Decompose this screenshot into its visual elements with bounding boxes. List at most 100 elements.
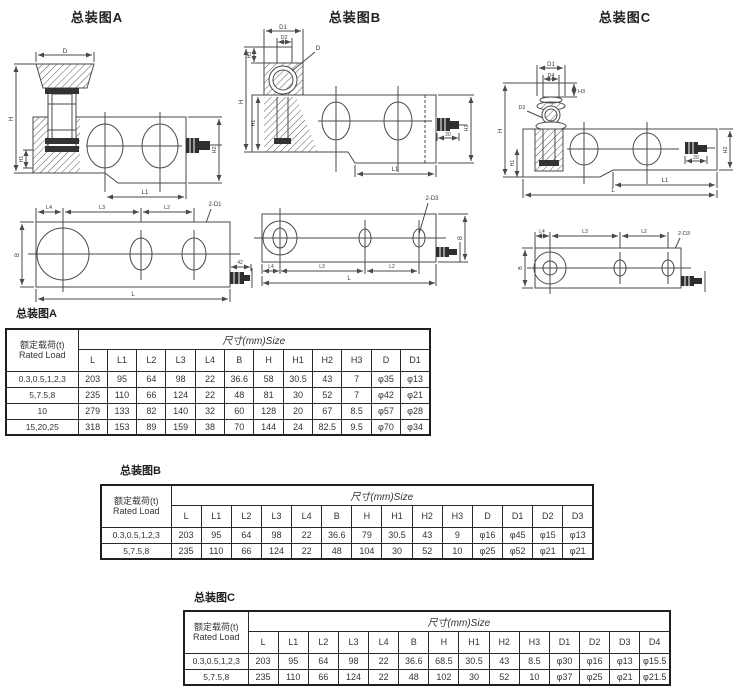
hole-callout-2d3: 2-D3 [678,231,690,237]
dim-value-cell: 203 [247,652,279,670]
dim-value-cell: 48 [321,542,353,560]
dim-value-cell: 64 [136,370,167,388]
dim-value-cell: φ13 [562,526,594,544]
dim-value-cell: φ21 [562,542,594,560]
dim-value-cell: φ57 [370,402,402,420]
dim-value-cell: 30.5 [458,652,490,670]
dim-value-cell: 68.5 [428,652,460,670]
column-header-d2: D2 [532,504,564,528]
dim-value-cell: 124 [165,386,196,404]
dim-value-cell: φ21 [609,668,641,686]
dim-value-cell: 203 [77,370,108,388]
column-header-d1: D1 [400,348,431,372]
dim-label-l: L [131,292,135,298]
dim-label-l2: L2 [164,205,170,211]
rated-load-header: 额定载荷(t)Rated Load [5,328,79,372]
column-header-l2: L2 [230,504,262,528]
dim-value-cell: 32 [194,402,226,420]
dim-value-cell: φ35 [370,370,402,388]
dim-label-h1: H1 [19,156,25,163]
drawing-b-title: 总装图B [328,10,382,25]
dim-value-cell: 22 [368,668,400,686]
dim-value-cell: 153 [106,418,138,436]
dim-label-l1: L1 [662,178,669,184]
column-header-d2: D2 [579,630,611,654]
dim-value-cell: 235 [77,386,108,404]
dim-value-cell: 10 [518,668,550,686]
column-header-l2: L2 [136,348,167,372]
column-header-l4: L4 [291,504,323,528]
dim-value-cell: 82.5 [312,418,343,436]
dim-value-cell: 102 [428,668,460,686]
rated-load-cell: 15,20,25 [5,418,79,436]
size-header: 尺寸(mm)Size [247,610,671,632]
dim-label-d2: D2 [518,105,525,111]
dim-value-cell: 81 [253,386,284,404]
dim-value-cell: 9 [441,526,473,544]
column-header-d3: D3 [609,630,641,654]
column-header-b: B [321,504,353,528]
dim-label-l: L [347,276,351,282]
column-header-d3: D3 [562,504,594,528]
rated-load-cell: 0.3,0.5,1,2,3 [5,370,79,388]
column-header-l3: L3 [337,630,370,654]
dim-value-cell: 203 [170,526,202,544]
dim-label-l1: L1 [142,190,149,196]
drawing-b: D1 D2 H3 D H H1 [239,25,495,297]
dim-value-cell: 110 [277,668,309,686]
column-header-h: H [253,348,284,372]
dim-value-cell: 30 [282,386,314,404]
column-header-l2: L2 [307,630,339,654]
dim-value-cell: 58 [253,370,284,388]
column-header-l3: L3 [260,504,293,528]
drawing-a: H D H1 H2 L1 [9,48,253,307]
dim-value-cell: 60 [224,402,255,420]
dim-label-l3: L3 [582,229,588,235]
dim-value-cell: φ42 [370,386,402,404]
dim-label-l1: L1 [392,167,399,173]
dim-label-d2: D2 [280,35,287,41]
dim-value-cell: φ34 [400,418,431,436]
dim-value-cell: 22 [291,542,323,560]
dim-label-h: H [9,117,15,121]
dim-value-cell: 124 [260,542,293,560]
dim-value-cell: 52 [312,386,343,404]
column-header-l1: L1 [277,630,309,654]
dim-value-cell: φ21 [400,386,431,404]
dim-label-l4: L4 [268,264,274,270]
dim-value-cell: 95 [106,370,138,388]
dim-value-cell: 36.6 [398,652,430,670]
dim-value-cell: φ15.5 [639,652,671,670]
column-header-h1: H1 [381,504,413,528]
rated-load-cell: 5,7.5,8 [100,542,172,560]
dim-value-cell: 279 [77,402,108,420]
dim-value-cell: 38 [194,418,226,436]
column-header-h: H [351,504,383,528]
column-header-h3: H3 [341,348,372,372]
dim-value-cell: φ30 [548,652,581,670]
rated-load-header: 额定载荷(t)Rated Load [100,484,172,528]
dim-value-cell: φ21.5 [639,668,671,686]
dim-value-cell: 20 [282,402,314,420]
column-header-d: D [370,348,402,372]
dim-value-cell: φ21 [532,542,564,560]
dim-label-l: L [611,188,615,194]
dim-value-cell: φ52 [502,542,534,560]
dim-value-cell: 48 [398,668,430,686]
column-header-h1: H1 [458,630,490,654]
dim-value-cell: 64 [307,652,339,670]
dim-label-l2: L2 [389,264,395,270]
dim-value-cell: 24 [282,418,314,436]
dim-label-l4: L4 [539,229,545,235]
dim-label-d4: D4 [547,73,554,79]
dim-value-cell: φ28 [400,402,431,420]
dim-value-cell: φ13 [400,370,431,388]
size-header: 尺寸(mm)Size [77,328,431,350]
dim-value-cell: 67 [312,402,343,420]
dim-label-42: 42 [237,260,243,266]
dim-value-cell: 318 [77,418,108,436]
dim-value-cell: 30 [381,542,413,560]
